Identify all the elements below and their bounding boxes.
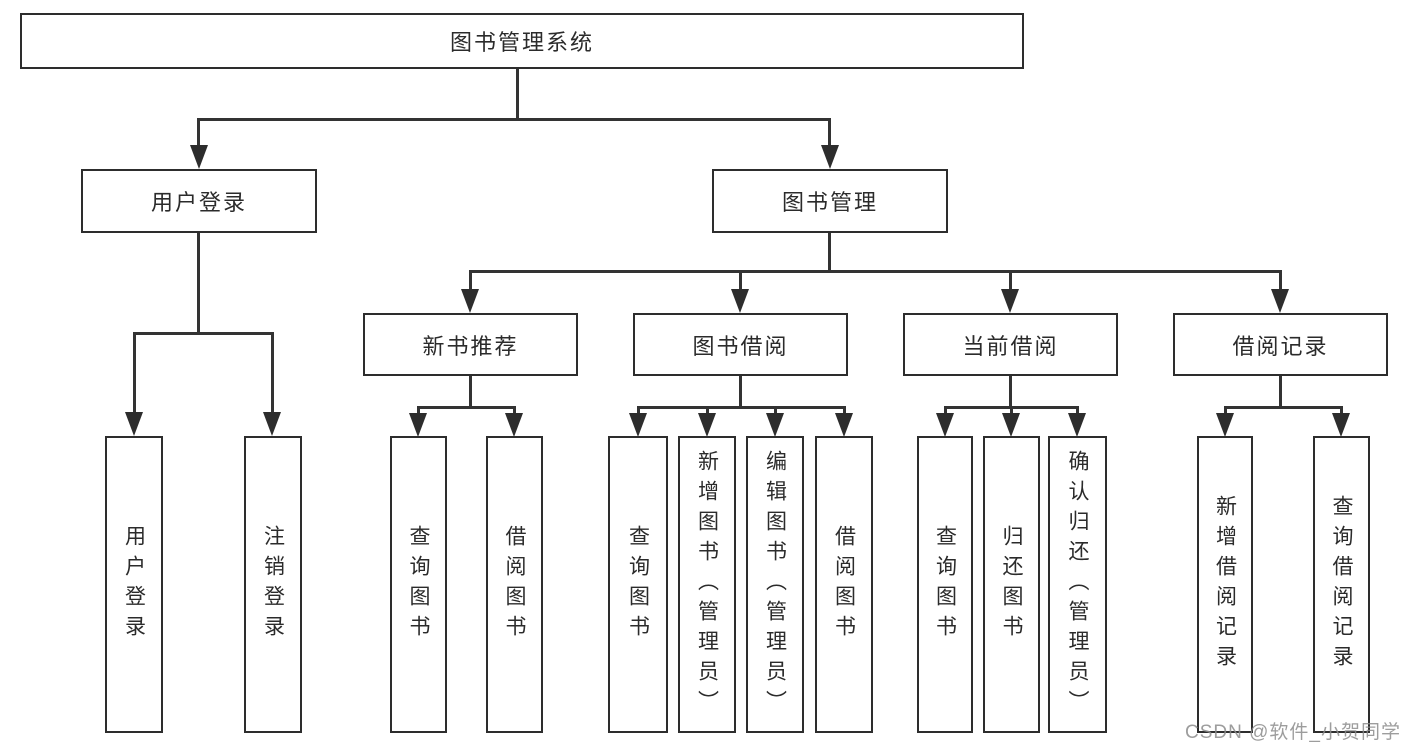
arrow-down-icon (766, 413, 784, 437)
arrow-down-icon (409, 413, 427, 437)
node-user-login: 用户登录 (81, 169, 317, 233)
arrow-down-icon (835, 413, 853, 437)
node-current-borrowing-label: 当前借阅 (962, 333, 1059, 359)
leaf-borrow-query-books-label: 查询图书 (626, 524, 650, 645)
connector-line (513, 406, 516, 415)
leaf-current-confirm-return-admin: 确认归还（管理员） (1048, 436, 1107, 733)
connector-line (1279, 376, 1282, 408)
connector-line (1279, 270, 1282, 291)
leaf-newbook-query-books: 查询图书 (390, 436, 447, 733)
connector-line (197, 233, 200, 334)
leaf-current-query-books: 查询图书 (917, 436, 973, 733)
arrow-down-icon (461, 289, 479, 313)
connector-line (706, 406, 709, 415)
leaf-records-add-borrow-record: 新增借阅记录 (1197, 436, 1253, 733)
connector-line (469, 270, 1282, 273)
arrow-down-icon (936, 413, 954, 437)
leaf-current-confirm-return-admin-label: 确认归还（管理员） (1066, 449, 1089, 720)
leaf-borrow-borrow-books-label: 借阅图书 (832, 524, 856, 645)
arrow-down-icon (1332, 413, 1350, 437)
leaf-borrow-edit-books-admin: 编辑图书（管理员） (746, 436, 804, 733)
leaf-borrow-add-books-admin: 新增图书（管理员） (678, 436, 736, 733)
node-new-book-recommend: 新书推荐 (363, 313, 578, 376)
connector-line (1009, 270, 1012, 291)
connector-line (271, 332, 274, 414)
arrow-down-icon (1068, 413, 1086, 437)
connector-line (739, 270, 742, 291)
connector-line (1224, 406, 1343, 409)
connector-line (637, 406, 640, 415)
connector-line (133, 332, 136, 414)
arrow-down-icon (263, 412, 281, 436)
leaf-logout: 注销登录 (244, 436, 302, 733)
arrow-down-icon (1271, 289, 1289, 313)
leaf-borrow-borrow-books: 借阅图书 (815, 436, 873, 733)
arrow-down-icon (190, 145, 208, 169)
leaf-borrow-query-books: 查询图书 (608, 436, 668, 733)
connector-line (1009, 376, 1012, 408)
connector-line (133, 332, 274, 335)
leaf-records-query-borrow-record: 查询借阅记录 (1313, 436, 1370, 733)
leaf-current-return-books: 归还图书 (983, 436, 1040, 733)
connector-line (516, 69, 519, 119)
connector-line (1224, 406, 1227, 415)
arrow-down-icon (821, 145, 839, 169)
connector-line (469, 376, 472, 408)
leaf-newbook-query-books-label: 查询图书 (407, 524, 430, 645)
connector-line (417, 406, 516, 409)
arrow-down-icon (1002, 413, 1020, 437)
node-new-book-recommend-label: 新书推荐 (422, 333, 519, 359)
connector-line (637, 406, 846, 409)
connector-line (197, 118, 831, 121)
connector-line (197, 118, 200, 146)
leaf-user-login: 用户登录 (105, 436, 163, 733)
arrow-down-icon (1216, 413, 1234, 437)
node-user-login-label: 用户登录 (150, 190, 247, 215)
connector-line (417, 406, 420, 415)
node-borrowing-records: 借阅记录 (1173, 313, 1388, 376)
leaf-current-return-books-label: 归还图书 (1000, 524, 1023, 645)
leaf-logout-label: 注销登录 (261, 524, 285, 645)
node-current-borrowing: 当前借阅 (903, 313, 1118, 376)
leaf-newbook-borrow-books-label: 借阅图书 (503, 524, 526, 645)
connector-line (828, 233, 831, 273)
arrow-down-icon (505, 413, 523, 437)
arrow-down-icon (1001, 289, 1019, 313)
connector-line (1010, 406, 1013, 415)
connector-line (1340, 406, 1343, 415)
connector-line (1076, 406, 1079, 415)
connector-line (469, 270, 472, 291)
node-book-borrowing-label: 图书借阅 (692, 333, 789, 359)
node-borrowing-records-label: 借阅记录 (1232, 333, 1329, 359)
leaf-user-login-label: 用户登录 (122, 524, 146, 645)
connector-line (944, 406, 947, 415)
node-book-borrowing: 图书借阅 (633, 313, 848, 376)
arrow-down-icon (731, 289, 749, 313)
node-root-label: 图书管理系统 (449, 30, 594, 55)
node-book-management: 图书管理 (712, 169, 948, 233)
leaf-newbook-borrow-books: 借阅图书 (486, 436, 543, 733)
leaf-records-query-borrow-record-label: 查询借阅记录 (1330, 494, 1353, 675)
connector-line (739, 376, 742, 408)
connector-line (843, 406, 846, 415)
leaf-current-query-books-label: 查询图书 (933, 524, 957, 645)
connector-line (774, 406, 777, 415)
leaf-borrow-edit-books-admin-label: 编辑图书（管理员） (763, 449, 787, 720)
connector-line (828, 118, 831, 146)
leaf-borrow-add-books-admin-label: 新增图书（管理员） (695, 449, 719, 720)
arrow-down-icon (698, 413, 716, 437)
watermark: CSDN @软件_小贺同学 (1185, 722, 1401, 743)
arrow-down-icon (125, 412, 143, 436)
arrow-down-icon (629, 413, 647, 437)
node-root-system: 图书管理系统 (20, 13, 1024, 69)
leaf-records-add-borrow-record-label: 新增借阅记录 (1213, 494, 1237, 675)
node-book-management-label: 图书管理 (781, 190, 878, 215)
